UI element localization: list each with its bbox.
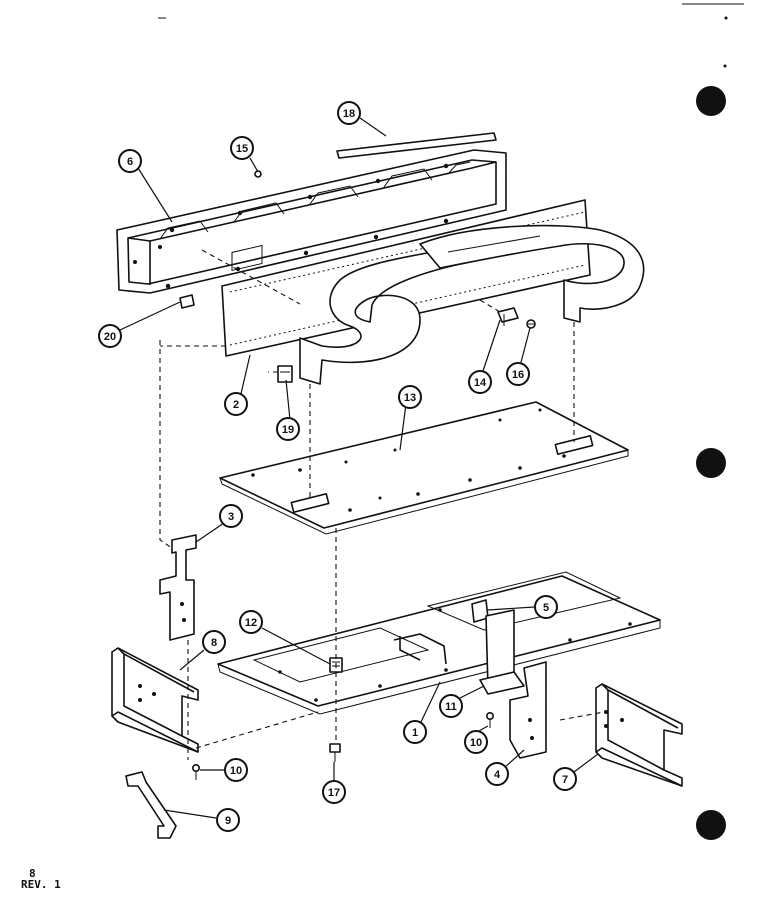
part-19-connector	[277, 365, 293, 383]
svg-text:16: 16	[512, 369, 524, 381]
svg-text:10: 10	[470, 737, 482, 749]
part-9-lever	[125, 771, 177, 839]
callout-1: 1	[403, 720, 427, 744]
svg-text:9: 9	[225, 815, 231, 827]
callout-8: 8	[202, 630, 226, 654]
callout-leaders	[119, 117, 599, 819]
part-10-screw-left	[192, 763, 201, 780]
part-3-bracket	[159, 534, 197, 641]
part-11-plate	[479, 671, 525, 695]
revision-label: REV. 1	[21, 878, 61, 891]
part-20-clip	[179, 294, 195, 309]
scan-marks	[158, 3, 744, 68]
assembly-dashed-lines	[159, 249, 605, 760]
part-14-clip	[497, 307, 519, 326]
svg-text:20: 20	[104, 331, 116, 343]
part-18-strip	[336, 132, 497, 159]
punch-hole-top	[696, 86, 726, 116]
callout-11: 11	[439, 694, 463, 718]
svg-text:12: 12	[245, 617, 257, 629]
part-13-circuit-board	[219, 401, 629, 535]
callout-4: 4	[485, 762, 509, 786]
svg-text:18: 18	[343, 108, 355, 120]
part-17-screw	[329, 743, 341, 762]
punch-hole-middle	[696, 448, 726, 478]
callout-17: 17	[322, 780, 346, 804]
svg-text:10: 10	[230, 765, 242, 777]
part-10-screw-right	[485, 711, 494, 728]
svg-text:5: 5	[543, 602, 549, 614]
svg-text:3: 3	[228, 511, 234, 523]
part-16-screw	[526, 319, 536, 329]
svg-text:15: 15	[236, 143, 248, 155]
callout-5: 5	[534, 595, 558, 619]
callout-15: 15	[230, 136, 254, 160]
callout-14: 14	[468, 370, 492, 394]
callout-3: 3	[219, 504, 243, 528]
callout-9: 9	[216, 808, 240, 832]
callout-10-left: 10	[224, 758, 248, 782]
part-1-base-chassis	[217, 571, 661, 715]
punch-hole-bottom	[696, 810, 726, 840]
callout-10-right: 10	[464, 730, 488, 754]
callout-6: 6	[118, 149, 142, 173]
svg-text:11: 11	[445, 701, 457, 713]
svg-text:13: 13	[404, 392, 416, 404]
svg-text:6: 6	[127, 156, 133, 168]
callout-18: 18	[337, 101, 361, 125]
part-7-channel-rail	[595, 683, 683, 787]
svg-text:2: 2	[233, 399, 239, 411]
svg-text:8: 8	[211, 637, 217, 649]
svg-text:4: 4	[494, 769, 501, 781]
svg-text:17: 17	[328, 787, 340, 799]
callout-7: 7	[553, 767, 577, 791]
callout-16: 16	[506, 362, 530, 386]
ribbon-cables	[299, 224, 645, 385]
callouts: 6 15 18 20 2 19 14 16 13 3 12 5 8 11 1 1…	[98, 101, 577, 832]
callout-20: 20	[98, 324, 122, 348]
callout-12: 12	[239, 610, 263, 634]
svg-text:14: 14	[474, 377, 487, 389]
part-4-bracket	[509, 661, 547, 759]
page-footer: 8 REV. 1	[21, 868, 61, 890]
callout-13: 13	[398, 385, 422, 409]
page-number: 8	[29, 867, 36, 880]
callout-19: 19	[276, 417, 300, 441]
part-6-bezel-frame	[116, 149, 507, 294]
callout-2: 2	[224, 392, 248, 416]
svg-text:19: 19	[282, 424, 294, 436]
binder-punch-holes	[696, 86, 726, 840]
svg-text:7: 7	[562, 774, 568, 786]
svg-text:1: 1	[412, 727, 418, 739]
part-8-channel-rail	[111, 647, 199, 753]
